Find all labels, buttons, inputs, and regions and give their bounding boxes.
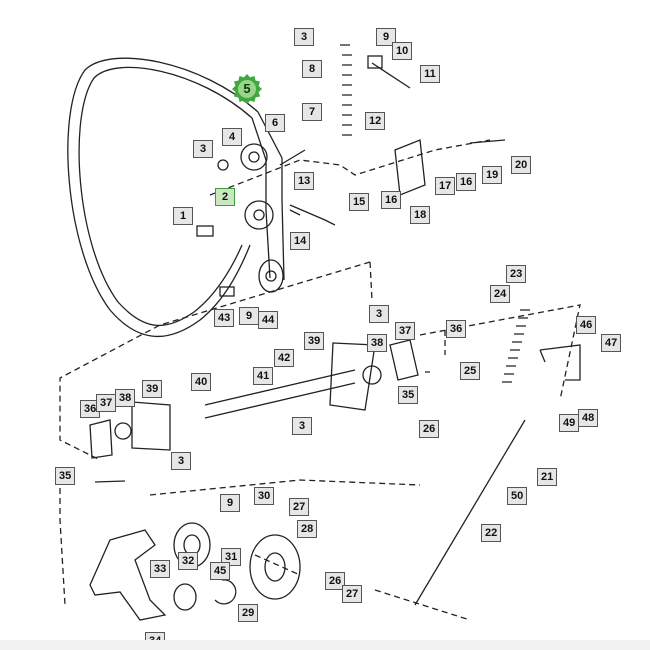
callout-6[interactable]: 6 [265,114,285,132]
callout-27[interactable]: 27 [342,585,363,603]
callout-39[interactable]: 39 [142,380,163,398]
callout-11[interactable]: 11 [420,65,440,83]
callout-1[interactable]: 1 [173,207,193,225]
idler-pulley-upper [240,143,268,171]
callout-3[interactable]: 3 [294,28,314,46]
callout-30[interactable]: 30 [254,487,275,505]
callout-22[interactable]: 22 [481,524,502,542]
callout-20[interactable]: 20 [511,156,532,174]
callout-26[interactable]: 26 [419,420,440,438]
bearing-33 [173,583,197,611]
callout-35[interactable]: 35 [55,467,76,485]
callout-9[interactable]: 9 [376,28,396,46]
callout-3[interactable]: 3 [171,452,191,470]
callout-3[interactable]: 3 [292,417,312,435]
callout-16[interactable]: 16 [381,191,402,209]
callout-47[interactable]: 47 [601,334,622,352]
callout-49[interactable]: 49 [559,414,580,432]
callout-38[interactable]: 38 [367,334,388,352]
callout-45[interactable]: 45 [210,562,231,580]
snap-ring-45 [214,579,237,605]
callout-3[interactable]: 3 [193,140,213,158]
callout-33[interactable]: 33 [150,560,171,578]
bolt-43 [219,286,235,297]
callout-16[interactable]: 16 [456,173,477,191]
callout-8[interactable]: 8 [302,60,322,78]
callout-29[interactable]: 29 [238,604,259,622]
callout-9[interactable]: 9 [220,494,240,512]
callout-26[interactable]: 26 [325,572,346,590]
callout-50[interactable]: 50 [507,487,528,505]
callout-37[interactable]: 37 [395,322,416,340]
drive-belt [67,57,259,338]
callout-25[interactable]: 25 [460,362,481,380]
callout-23[interactable]: 23 [506,265,527,283]
bracket-39-left [131,401,171,451]
callout-27[interactable]: 27 [289,498,310,516]
callout-32[interactable]: 32 [178,552,199,570]
callout-36[interactable]: 36 [446,320,467,338]
callout-44[interactable]: 44 [258,311,279,329]
flange-37 [89,339,419,459]
bracket-14 [289,204,336,226]
callout-28[interactable]: 28 [297,520,318,538]
rod-22 [414,419,526,606]
callout-4[interactable]: 4 [222,128,242,146]
pulley-29 [249,534,301,600]
callout-label: 5 [243,81,251,96]
idler-pulley-middle [244,200,274,230]
callout-40[interactable]: 40 [191,373,212,391]
callout-9[interactable]: 9 [239,307,259,325]
nut-3 [217,159,229,171]
callout-43[interactable]: 43 [214,309,235,327]
callout-10[interactable]: 10 [392,42,413,60]
bearing-38 [114,365,382,440]
callout-gear-5[interactable]: 5 [231,73,263,105]
callout-35[interactable]: 35 [398,386,419,404]
spring-24 [502,309,530,383]
callout-42[interactable]: 42 [274,349,295,367]
bolt-35 [94,149,430,483]
bottom-strip [0,640,650,650]
callout-2[interactable]: 2 [215,188,235,206]
drive-belt-inner [78,66,253,327]
callout-38[interactable]: 38 [115,389,136,407]
drive-pulley-lower [258,259,284,293]
callout-31[interactable]: 31 [221,548,242,566]
callout-19[interactable]: 19 [482,166,503,184]
callout-24[interactable]: 24 [490,285,511,303]
cap-screw-1 [196,225,214,237]
callout-15[interactable]: 15 [349,193,370,211]
callout-7[interactable]: 7 [302,103,322,121]
gear-icon [232,74,262,104]
callout-13[interactable]: 13 [294,172,315,190]
callout-18[interactable]: 18 [410,206,431,224]
callout-41[interactable]: 41 [253,367,274,385]
callout-48[interactable]: 48 [578,409,599,427]
spring-8 [340,44,352,136]
callout-39[interactable]: 39 [304,332,325,350]
callout-12[interactable]: 12 [365,112,386,130]
callout-21[interactable]: 21 [537,468,558,486]
callout-46[interactable]: 46 [576,316,597,334]
callout-3[interactable]: 3 [369,305,389,323]
shaft-41 [204,369,356,419]
bracket-39-right [329,342,376,411]
bushing-11 [367,55,411,89]
arm-34 [89,529,167,621]
callout-14[interactable]: 14 [290,232,311,250]
callout-36[interactable]: 36 [80,400,101,418]
callout-37[interactable]: 37 [96,394,117,412]
arm-18 [394,139,426,196]
bracket-46 [539,344,581,381]
callout-17[interactable]: 17 [435,177,456,195]
